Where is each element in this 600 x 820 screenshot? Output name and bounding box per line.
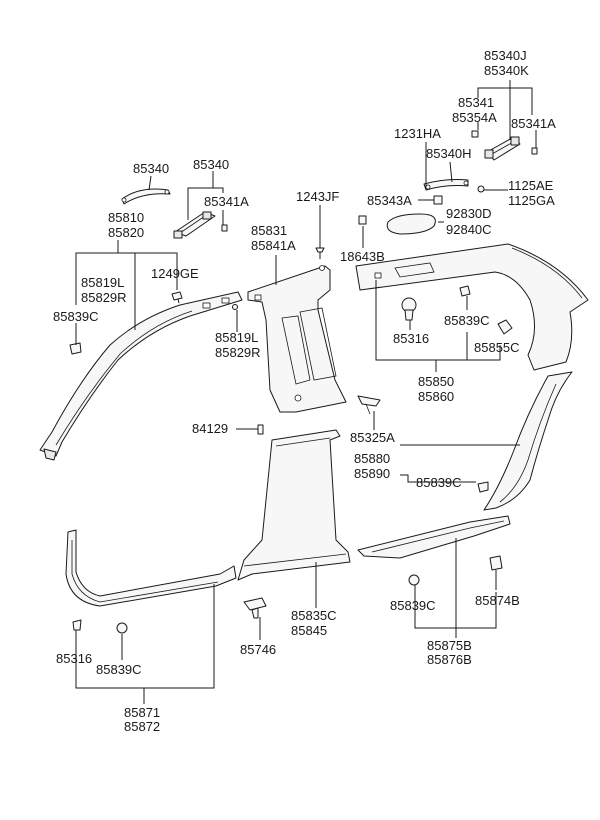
clip-85839c-bottom: [116, 622, 128, 634]
pushpin-85746: [243, 597, 267, 619]
label-1231ha: 1231HA: [394, 126, 441, 141]
label-85839c-mid: 85839C: [444, 313, 490, 328]
a-pillar-trim: [39, 291, 243, 461]
label-85839c-rear: 85839C: [416, 475, 462, 490]
clip-85341a-top: [531, 147, 538, 155]
screw-1249ge: [171, 291, 183, 304]
label-85341a-top: 85341A: [511, 116, 556, 131]
grab-handle-right-small: [423, 179, 469, 191]
label-85829r-a: 85829R: [81, 290, 127, 305]
label-85340-a: 85340: [133, 161, 169, 176]
label-85860: 85860: [418, 389, 454, 404]
label-1243jf: 1243JF: [296, 189, 339, 204]
label-85316-left: 85316: [56, 651, 92, 666]
label-1249ge: 1249GE: [151, 266, 199, 281]
cap-85343a: [433, 195, 443, 205]
label-85831: 85831: [251, 223, 287, 238]
label-92830d: 92830D: [446, 206, 492, 221]
label-85845: 85845: [291, 623, 327, 638]
screw-1243jf: [315, 247, 325, 259]
b-pillar-upper-trim: [247, 265, 347, 413]
clip-85855c: [497, 319, 513, 335]
room-lamp-lens: [386, 213, 436, 235]
clip-85839c-step: [408, 574, 420, 586]
clip-85839c-upper: [459, 285, 471, 297]
grab-handle-left-large: [173, 211, 216, 239]
label-85839c-left: 85839C: [53, 309, 99, 324]
label-85354a: 85354A: [452, 110, 497, 125]
label-85829r-b: 85829R: [215, 345, 261, 360]
label-85872: 85872: [124, 719, 160, 734]
label-85340k: 85340K: [484, 63, 529, 78]
rear-step-plate: [357, 515, 511, 559]
label-18643b: 18643B: [340, 249, 385, 264]
label-85316-right: 85316: [393, 331, 429, 346]
label-85876b: 85876B: [427, 652, 472, 667]
leader-lines: [75, 80, 537, 704]
label-85855c: 85855C: [474, 340, 520, 355]
screw-85819l-upper: [232, 304, 238, 310]
pushpin-85316-lower: [72, 619, 82, 631]
pushpin-85316-upper: [401, 297, 417, 321]
label-85819l-a: 85819L: [81, 275, 124, 290]
label-85871: 85871: [124, 705, 160, 720]
clip-18643b: [358, 215, 367, 225]
label-85820: 85820: [108, 225, 144, 240]
clip-85839c-left: [69, 342, 82, 355]
clip-84129: [257, 424, 264, 435]
label-85340h: 85340H: [426, 146, 472, 161]
label-84129: 84129: [192, 421, 228, 436]
screw-1125ae: [477, 185, 485, 193]
label-85880: 85880: [354, 451, 390, 466]
label-1125ae: 1125AE: [508, 178, 554, 193]
label-85325a: 85325A: [350, 430, 395, 445]
label-85340j: 85340J: [484, 48, 527, 63]
label-92840c: 92840C: [446, 222, 492, 237]
label-85341-top: 85341: [458, 95, 494, 110]
grab-handle-left: [121, 188, 171, 205]
label-85810: 85810: [108, 210, 144, 225]
label-85343a: 85343A: [367, 193, 412, 208]
clip-85874b: [489, 555, 503, 571]
front-step-plate: [65, 529, 237, 607]
label-85850: 85850: [418, 374, 454, 389]
grab-handle-right-large: [484, 136, 521, 161]
quarter-upper-trim: [355, 243, 589, 371]
clip-85341a-left: [221, 224, 228, 232]
clip-85839c-rear: [477, 481, 489, 493]
label-85819l-b: 85819L: [215, 330, 258, 345]
clip-85354a: [471, 130, 479, 138]
label-85874b: 85874B: [475, 593, 520, 608]
label-1125ga: 1125GA: [508, 193, 555, 208]
label-85746: 85746: [240, 642, 276, 657]
label-85875b: 85875B: [427, 638, 472, 653]
label-85839c-bottom: 85839C: [96, 662, 142, 677]
label-85839c-step: 85839C: [390, 598, 436, 613]
label-85835c: 85835C: [291, 608, 337, 623]
label-85841a: 85841A: [251, 238, 296, 253]
screw-85325a: [357, 395, 381, 415]
label-85890: 85890: [354, 466, 390, 481]
b-pillar-lower-trim: [237, 429, 351, 581]
label-85341a-left: 85341A: [204, 194, 249, 209]
label-85340-b: 85340: [193, 157, 229, 172]
quarter-lower-trim: [483, 371, 573, 511]
